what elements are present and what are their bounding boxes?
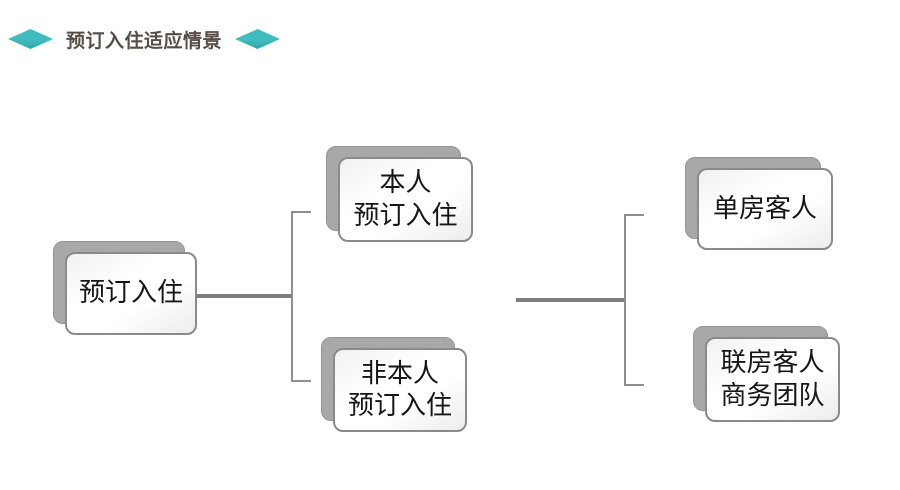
node-single-room-guest: 单房客人 — [685, 157, 833, 250]
slide-header: 预订入住适应情景 — [8, 28, 281, 52]
node-booking-checkin: 预订入住 — [53, 241, 197, 335]
node-label: 本人 预订入住 — [353, 168, 458, 230]
card: 单房客人 — [697, 168, 833, 250]
card: 预订入住 — [65, 252, 197, 335]
node-self-booking-checkin: 本人 预订入住 — [326, 146, 473, 242]
node-label: 单房客人 — [712, 193, 817, 223]
diamond-icon-right — [235, 29, 281, 49]
card: 本人 预订入住 — [338, 157, 473, 242]
connector-bracket-level2 — [624, 214, 644, 386]
card: 非本人 预订入住 — [333, 348, 467, 432]
node-label: 非本人 预订入住 — [347, 358, 452, 421]
node-label: 预订入住 — [78, 278, 183, 308]
connector-bracket-level1 — [291, 211, 311, 382]
card: 联房客人 商务团队 — [705, 337, 840, 422]
diamond-icon-left — [8, 29, 53, 49]
node-label: 联房客人 商务团队 — [720, 348, 825, 410]
node-non-self-booking-checkin: 非本人 预订入住 — [321, 337, 467, 432]
slide-title: 预订入住适应情景 — [66, 30, 223, 52]
node-joint-room-guest-business-team: 联房客人 商务团队 — [693, 326, 840, 422]
